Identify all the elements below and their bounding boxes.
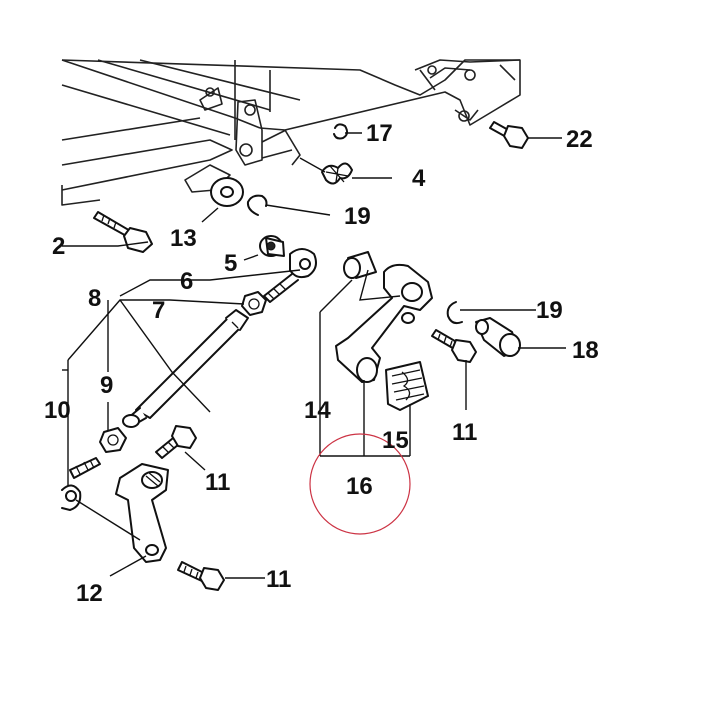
frame-structure bbox=[61, 59, 521, 206]
callout-8: 8 bbox=[88, 285, 101, 312]
part-14-bushing bbox=[343, 251, 377, 279]
callout-17: 17 bbox=[366, 120, 393, 147]
part-15-foot-rubber bbox=[385, 361, 429, 411]
callout-7: 7 bbox=[152, 297, 165, 324]
callout-18: 18 bbox=[572, 337, 599, 364]
part-22-bolt bbox=[489, 121, 529, 149]
part-7-nut bbox=[241, 291, 267, 316]
callout-11-lower: 11 bbox=[266, 566, 291, 593]
part-5-bushing bbox=[259, 235, 285, 257]
part-11-bolt-right bbox=[431, 329, 477, 363]
callout-labels: 17 4 22 19 13 2 5 6 8 7 19 18 9 10 14 11… bbox=[44, 120, 599, 607]
callout-14: 14 bbox=[304, 397, 331, 424]
part-4-spring bbox=[299, 157, 353, 185]
callout-10: 10 bbox=[44, 397, 71, 424]
callout-5: 5 bbox=[224, 250, 237, 277]
part-13-washer bbox=[210, 177, 244, 207]
part-8-shift-rod bbox=[122, 309, 249, 428]
callout-12: 12 bbox=[76, 580, 103, 607]
part-16-gear-lever bbox=[335, 263, 433, 383]
leader-lines bbox=[62, 132, 566, 579]
callout-11-middle: 11 bbox=[205, 469, 230, 496]
part-17-clip bbox=[333, 123, 349, 140]
callout-6: 6 bbox=[180, 268, 193, 295]
callout-19-upper: 19 bbox=[344, 203, 371, 230]
part-19-circlip-right bbox=[446, 301, 463, 325]
part-9-nut bbox=[99, 427, 127, 453]
callout-4: 4 bbox=[412, 165, 426, 192]
part-19-circlip-upper bbox=[246, 194, 268, 216]
callout-9: 9 bbox=[100, 372, 113, 399]
callout-2: 2 bbox=[52, 233, 65, 260]
part-11-bolt-middle bbox=[155, 425, 197, 459]
bolt-left-upper bbox=[93, 211, 153, 253]
part-12-lever-arm bbox=[115, 463, 169, 563]
callout-13: 13 bbox=[170, 225, 197, 252]
callout-16: 16 bbox=[346, 473, 373, 500]
callout-22: 22 bbox=[566, 126, 593, 153]
highlight-circle bbox=[309, 433, 411, 535]
callout-11-right: 11 bbox=[452, 419, 477, 446]
part-11-bolt-lower bbox=[177, 561, 225, 591]
part-18-pivot-pin bbox=[475, 317, 521, 357]
callout-15: 15 bbox=[382, 427, 409, 454]
callout-19-right: 19 bbox=[536, 297, 563, 324]
